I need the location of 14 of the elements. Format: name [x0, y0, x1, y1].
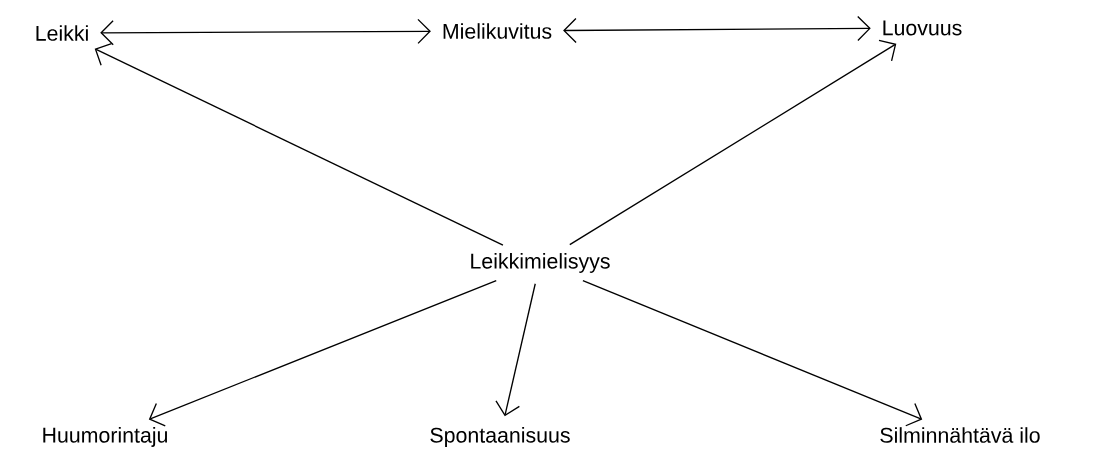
arrow — [563, 15, 871, 44]
arrow — [495, 283, 536, 417]
arrow — [582, 279, 923, 427]
concept-label: Huumorintaju — [43, 427, 167, 447]
arrow — [569, 39, 897, 246]
concept-label: Silminnähtävä ilo — [880, 427, 1040, 443]
concept-label: Spontaanisuus — [430, 427, 570, 447]
concept-label: Luovuus — [883, 20, 962, 36]
arrow — [94, 42, 504, 246]
concept-label: Leikkimielisyys — [471, 253, 610, 273]
arrow — [100, 18, 431, 46]
concept-label: Leikki — [36, 25, 88, 41]
concept-label: Mielikuvitus — [443, 23, 552, 39]
arrow — [148, 279, 497, 427]
